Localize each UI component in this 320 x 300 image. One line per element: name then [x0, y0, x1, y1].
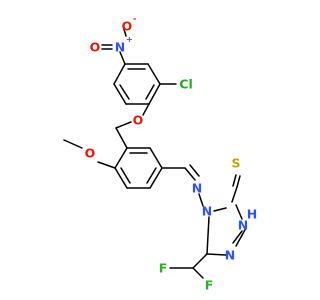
nitro-oxygen-top: O	[122, 19, 133, 34]
triazole-hydrogen: H	[247, 207, 257, 222]
methoxyphenyl-ring	[114, 147, 163, 189]
structure-svg: O - O N + Cl O O N N N H N S F F	[63, 14, 257, 293]
methoxy-oxygen: O	[85, 146, 96, 161]
triazole-nh-nitrogen: N	[238, 218, 248, 233]
nitro-nitrogen-charge: +	[126, 35, 133, 44]
molecule-diagram: O - O N + Cl O O N N N H N S F F	[63, 14, 257, 293]
fluorine-right: F	[205, 278, 214, 293]
ether-oxygen: O	[133, 113, 144, 128]
imine-nitrogen: N	[192, 181, 202, 196]
ether-link	[115, 103, 150, 149]
nitro-oxygen-charge: -	[133, 14, 136, 23]
difluoromethyl-group	[169, 253, 208, 279]
nitrophenyl-ring	[113, 63, 161, 105]
nitro-oxygen-left: O	[90, 40, 101, 55]
chlorine-atom: Cl	[179, 77, 192, 92]
thione-sulfur: S	[231, 156, 240, 171]
triazole-n4: N	[202, 204, 212, 219]
nitro-group	[101, 25, 127, 65]
methoxy-group	[63, 139, 116, 169]
nitro-nitrogen: N	[115, 40, 125, 55]
imine-linker	[161, 164, 204, 207]
triazole-n-bottom: N	[225, 248, 235, 263]
triazole-ring	[206, 186, 247, 256]
fluorine-left: F	[159, 261, 168, 276]
thione-group	[232, 174, 241, 188]
